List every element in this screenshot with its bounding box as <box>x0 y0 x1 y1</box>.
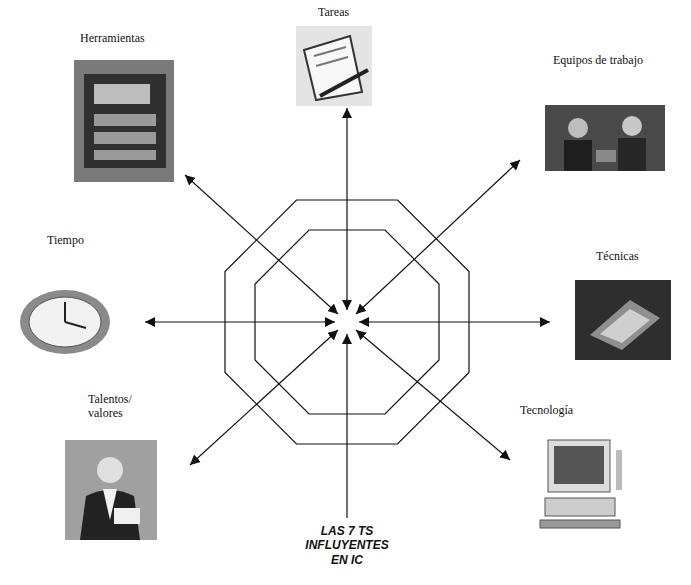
label-text: Tiempo <box>47 234 84 248</box>
tasks-picture <box>296 26 372 106</box>
label-text: Talentos/ valores <box>88 393 144 421</box>
screen <box>554 446 604 484</box>
person-head <box>622 116 642 136</box>
device <box>84 74 166 168</box>
radial-arrow <box>359 321 550 322</box>
photo-ground <box>575 280 671 360</box>
clock-rim <box>20 290 110 354</box>
radial-arrows <box>145 108 550 518</box>
text-line <box>314 47 346 56</box>
radial-arrow <box>356 160 520 314</box>
radial-arrow <box>346 108 347 310</box>
clock-hand <box>65 322 86 328</box>
teams-picture <box>545 105 665 171</box>
text-line <box>316 57 348 66</box>
label-text: Tareas <box>318 6 350 20</box>
keyboard <box>540 520 620 528</box>
device-keys <box>94 150 156 160</box>
person-body <box>618 138 646 171</box>
tower-detail <box>616 450 622 490</box>
label-text: Técnicas <box>596 250 639 264</box>
techniques-picture <box>575 280 671 360</box>
radial-arrow <box>145 321 335 322</box>
device-keys <box>94 132 156 144</box>
picture-label: Talentos/ valores <box>86 391 146 423</box>
clock-picture <box>20 290 110 354</box>
radial-arrow <box>356 330 510 460</box>
monitor <box>548 440 610 492</box>
person-body <box>564 140 592 171</box>
photo-ground <box>74 60 174 182</box>
person-head <box>568 118 588 138</box>
pen <box>320 70 368 96</box>
diagram-caption: LAS 7 TS INFLUYENTES EN IC <box>297 524 397 567</box>
person-suit <box>80 490 140 540</box>
clock-hand <box>64 302 66 322</box>
tools-picture <box>74 60 174 182</box>
picture-label: Equipos de trabajo <box>551 52 645 70</box>
table <box>596 150 616 162</box>
base <box>545 498 615 516</box>
radial-arrow <box>190 330 338 465</box>
person-head <box>97 457 123 483</box>
device-keys <box>94 114 156 126</box>
picture-label: Técnicas <box>594 248 641 266</box>
label-text: Equipos de trabajo <box>553 54 643 68</box>
picture-label: Tecnología <box>518 402 576 420</box>
radial-arrow <box>346 334 347 518</box>
object <box>600 309 650 343</box>
picture-label: Tareas <box>316 4 352 22</box>
label-text: Tecnología <box>520 404 574 418</box>
radial-arrow <box>185 175 338 314</box>
label-text: Herramientas <box>80 32 145 46</box>
clock-face <box>29 297 101 347</box>
photo-ground <box>65 440 157 540</box>
picture-label: Tiempo <box>45 232 86 250</box>
computer-picture <box>540 440 622 528</box>
photo-ground <box>545 105 665 171</box>
device-display <box>94 84 150 104</box>
photo-ground <box>296 26 372 106</box>
papers <box>114 508 140 524</box>
talents-picture <box>65 440 157 540</box>
object <box>590 300 660 350</box>
picture-label: Herramientas <box>78 30 147 48</box>
